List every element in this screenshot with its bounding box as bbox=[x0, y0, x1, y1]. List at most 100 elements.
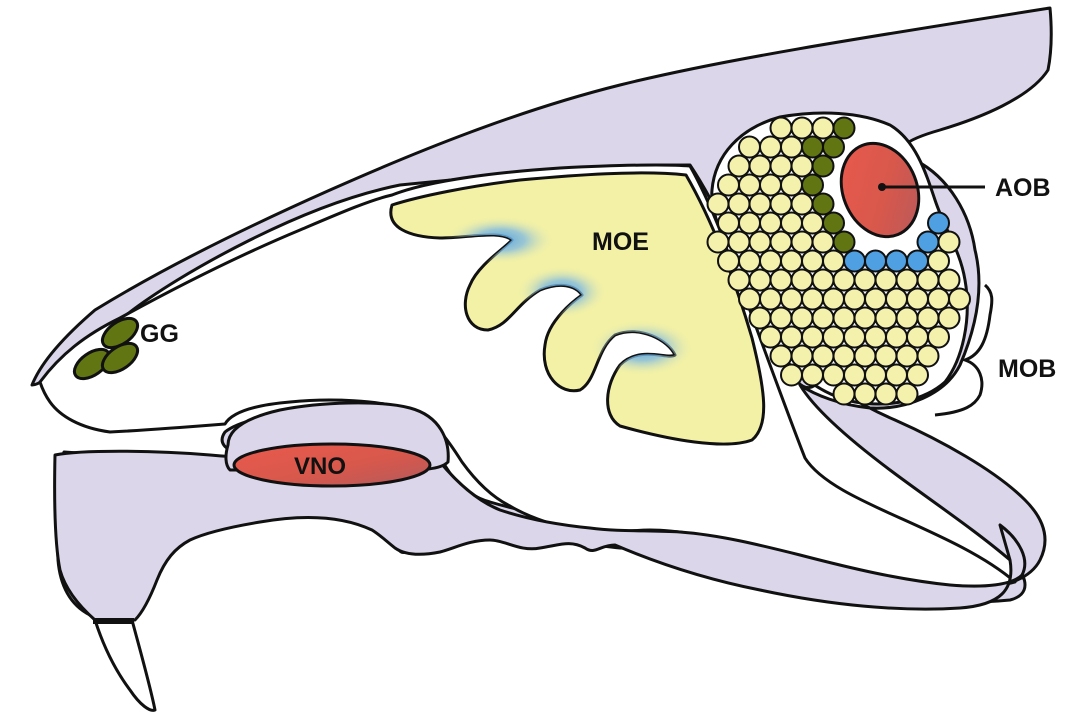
mob-glomerulus bbox=[876, 346, 897, 367]
mob-glomerulus bbox=[897, 308, 918, 329]
mob-glomerulus bbox=[928, 251, 949, 272]
mob-glomerulus bbox=[718, 251, 739, 272]
aob-glomerulus bbox=[823, 137, 844, 158]
mob-glomerulus bbox=[897, 346, 918, 367]
mob-glomerulus bbox=[708, 232, 729, 253]
mob-glomerulus bbox=[771, 118, 792, 139]
aob-glomerulus bbox=[907, 251, 928, 272]
mob-glomerulus bbox=[750, 156, 771, 177]
mob-glomerulus bbox=[834, 308, 855, 329]
mob-glomerulus bbox=[771, 346, 792, 367]
mob-glomerulus bbox=[855, 308, 876, 329]
mob-glomerulus bbox=[876, 270, 897, 291]
mob-glomerulus bbox=[823, 289, 844, 310]
mob-glomerulus bbox=[886, 327, 907, 348]
aob-glomerulus bbox=[928, 213, 949, 234]
mob-glomerulus bbox=[844, 327, 865, 348]
mob-glomerulus bbox=[781, 365, 802, 386]
mob-glomerulus bbox=[855, 346, 876, 367]
mob-glomerulus bbox=[939, 270, 960, 291]
aob-glomerulus bbox=[802, 137, 823, 158]
aob-glomerulus bbox=[813, 194, 834, 215]
mob-glomerulus bbox=[918, 270, 939, 291]
mob-glomerulus bbox=[739, 251, 760, 272]
mob-glomerulus bbox=[855, 384, 876, 405]
mob-glomerulus bbox=[729, 194, 750, 215]
mob-glomerulus bbox=[729, 270, 750, 291]
mob-glomerulus bbox=[813, 232, 834, 253]
mob-glomerulus bbox=[708, 194, 729, 215]
aob-glomerulus bbox=[865, 251, 886, 272]
mob-glomerulus bbox=[886, 289, 907, 310]
mob-glomerulus bbox=[834, 270, 855, 291]
mob-glomerulus bbox=[792, 346, 813, 367]
mob-glomerulus bbox=[918, 308, 939, 329]
aob-glomerulus bbox=[813, 156, 834, 177]
mob-glomerulus bbox=[907, 365, 928, 386]
mob-glomerulus bbox=[718, 213, 739, 234]
mob-glomerulus bbox=[834, 384, 855, 405]
mob-glomerulus bbox=[729, 232, 750, 253]
mob-glomerulus bbox=[823, 251, 844, 272]
aob-glomerulus bbox=[823, 213, 844, 234]
mob-glomerulus bbox=[750, 232, 771, 253]
mob-glomerulus bbox=[907, 327, 928, 348]
mob-glomerulus bbox=[781, 137, 802, 158]
mob-glomerulus bbox=[802, 365, 823, 386]
mob-glomerulus bbox=[781, 175, 802, 196]
aob-label: AOB bbox=[995, 174, 1051, 202]
mob-glomerulus bbox=[823, 365, 844, 386]
mob-glomerulus bbox=[844, 365, 865, 386]
mob-glomerulus bbox=[739, 175, 760, 196]
mob-glomerulus bbox=[760, 175, 781, 196]
mob-label: MOB bbox=[998, 355, 1056, 383]
mob-glomerulus bbox=[865, 327, 886, 348]
mob-glomerulus bbox=[792, 156, 813, 177]
mob-glomerulus bbox=[928, 289, 949, 310]
mob-glomerulus bbox=[802, 213, 823, 234]
mob-glomerulus bbox=[813, 118, 834, 139]
mob-glomerulus bbox=[813, 346, 834, 367]
mob-glomerulus bbox=[718, 175, 739, 196]
mob-glomerulus bbox=[949, 289, 970, 310]
mob-glomerulus bbox=[771, 156, 792, 177]
mob-glomerulus bbox=[834, 346, 855, 367]
mob-glomerulus bbox=[792, 118, 813, 139]
mob-glomerulus bbox=[771, 232, 792, 253]
mob-glomerulus bbox=[760, 137, 781, 158]
mob-glomerulus bbox=[802, 327, 823, 348]
mob-glomerulus bbox=[813, 308, 834, 329]
aob-glomerulus bbox=[834, 232, 855, 253]
vno-label: VNO bbox=[294, 453, 346, 480]
mob-glomerulus bbox=[886, 365, 907, 386]
mob-glomerulus bbox=[865, 289, 886, 310]
mob-glomerulus bbox=[750, 308, 771, 329]
mob-glomerulus bbox=[792, 308, 813, 329]
mob-glomerulus bbox=[907, 289, 928, 310]
mob-glomerulus bbox=[939, 308, 960, 329]
aob-glomerulus bbox=[802, 175, 823, 196]
mob-glomerulus bbox=[739, 213, 760, 234]
mob-glomerulus bbox=[760, 327, 781, 348]
mob-glomerulus bbox=[750, 270, 771, 291]
incisor-tooth bbox=[95, 620, 155, 710]
mob-glomerulus bbox=[855, 270, 876, 291]
mob-glomerulus bbox=[918, 346, 939, 367]
mob-glomerulus bbox=[781, 213, 802, 234]
mob-glomerulus bbox=[792, 194, 813, 215]
mob-glomerulus bbox=[823, 327, 844, 348]
mob-glomerulus bbox=[771, 194, 792, 215]
mob-glomerulus bbox=[760, 213, 781, 234]
gg-label: GG bbox=[140, 320, 179, 348]
mob-glomerulus bbox=[802, 251, 823, 272]
mob-glomerulus bbox=[739, 137, 760, 158]
mob-glomerulus bbox=[760, 251, 781, 272]
mob-glomerulus bbox=[844, 289, 865, 310]
mob-glomerulus bbox=[781, 327, 802, 348]
moe-label: MOE bbox=[592, 228, 649, 256]
mob-glomerulus bbox=[792, 270, 813, 291]
mob-glomerulus bbox=[781, 251, 802, 272]
mob-glomerulus bbox=[760, 289, 781, 310]
mob-glomerulus bbox=[771, 308, 792, 329]
